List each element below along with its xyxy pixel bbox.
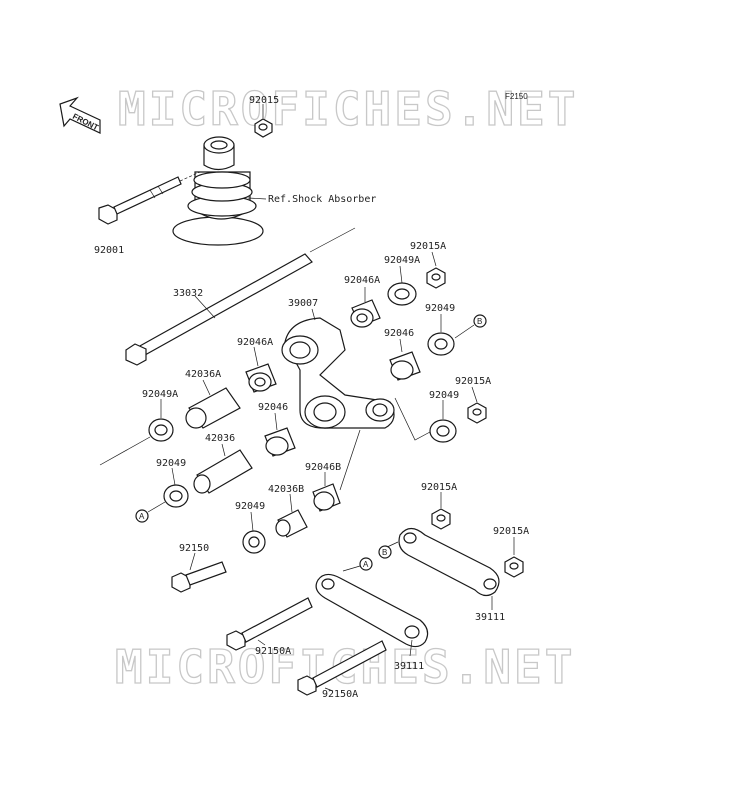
part-label-92049-2: 92049 bbox=[429, 390, 459, 401]
part-label-92046A-2: 92046A bbox=[237, 337, 273, 348]
diagram-code: F2150 bbox=[505, 92, 528, 101]
shock-absorber-ref bbox=[172, 136, 264, 246]
part-label-92015A-4: 92015A bbox=[493, 526, 529, 537]
bearing-92046A-2 bbox=[245, 363, 277, 393]
part-label-92150A-1: 92150A bbox=[255, 646, 291, 657]
collar-92049A-1 bbox=[387, 282, 417, 306]
nut-92015 bbox=[254, 118, 273, 138]
collar-92049-3 bbox=[163, 484, 189, 508]
part-label-39007: 39007 bbox=[288, 298, 318, 309]
bearing-92046 bbox=[389, 351, 421, 381]
callout-b-2: B bbox=[378, 545, 392, 559]
front-arrow-icon: FRONT bbox=[59, 96, 101, 134]
part-label-92015A-2: 92015A bbox=[455, 376, 491, 387]
part-label-92049A-1: 92049A bbox=[384, 255, 420, 266]
bolt-92001 bbox=[98, 176, 182, 225]
collar-92049-1 bbox=[427, 332, 455, 356]
part-label-33032: 33032 bbox=[173, 288, 203, 299]
bearing-92046B bbox=[312, 483, 341, 512]
collar-92049-4 bbox=[242, 530, 266, 554]
part-label-42036A: 42036A bbox=[185, 369, 221, 380]
svg-text:A: A bbox=[139, 512, 145, 521]
shaft-33032 bbox=[125, 253, 313, 366]
part-label-42036: 42036 bbox=[205, 433, 235, 444]
part-label-39111-2: 39111 bbox=[394, 661, 424, 672]
collar-92049A-2 bbox=[148, 418, 174, 442]
sleeve-42036 bbox=[193, 449, 253, 494]
part-label-92049-1: 92049 bbox=[425, 303, 455, 314]
sleeve-42036A bbox=[185, 387, 241, 429]
bearing-92046A-1 bbox=[350, 299, 381, 328]
bolt-92150 bbox=[171, 561, 227, 593]
nut-92015A-3 bbox=[431, 508, 451, 530]
part-label-42036B: 42036B bbox=[268, 484, 304, 495]
sleeve-42036B bbox=[275, 509, 308, 538]
part-label-92015: 92015 bbox=[249, 95, 279, 106]
part-label-92015A-1: 92015A bbox=[410, 241, 446, 252]
bearing-92046-2 bbox=[264, 427, 296, 457]
callout-b-1: B bbox=[473, 314, 487, 328]
ref-shock-label: Ref.Shock Absorber bbox=[268, 194, 376, 205]
callout-a-2: A bbox=[359, 557, 373, 571]
part-label-92046A-1: 92046A bbox=[344, 275, 380, 286]
part-label-92049A-2: 92049A bbox=[142, 389, 178, 400]
bolt-92150A-2 bbox=[297, 640, 387, 696]
part-label-92150: 92150 bbox=[179, 543, 209, 554]
part-label-92049-4: 92049 bbox=[235, 501, 265, 512]
svg-text:A: A bbox=[363, 560, 369, 569]
bolt-92150A-1 bbox=[226, 597, 313, 651]
nut-92015A-1 bbox=[426, 267, 446, 289]
part-label-39111-1: 39111 bbox=[475, 612, 505, 623]
part-label-92049-3: 92049 bbox=[156, 458, 186, 469]
part-label-92015A-3: 92015A bbox=[421, 482, 457, 493]
svg-text:B: B bbox=[382, 548, 387, 557]
part-label-92046B: 92046B bbox=[305, 462, 341, 473]
part-label-92001: 92001 bbox=[94, 245, 124, 256]
callout-a-1: A bbox=[135, 509, 149, 523]
nut-92015A-4 bbox=[504, 556, 524, 578]
collar-92049-2 bbox=[429, 419, 457, 443]
nut-92015A-2 bbox=[467, 402, 487, 424]
part-label-92150A-2: 92150A bbox=[322, 689, 358, 700]
tie-rod-39111-2 bbox=[315, 573, 429, 648]
part-label-92046-2: 92046 bbox=[258, 402, 288, 413]
part-label-92046: 92046 bbox=[384, 328, 414, 339]
svg-text:B: B bbox=[477, 317, 482, 326]
tie-rod-39111-1 bbox=[398, 527, 500, 597]
rocker-arm-39007 bbox=[281, 317, 395, 429]
watermark-top: MICROFICHES.NET bbox=[118, 82, 578, 136]
